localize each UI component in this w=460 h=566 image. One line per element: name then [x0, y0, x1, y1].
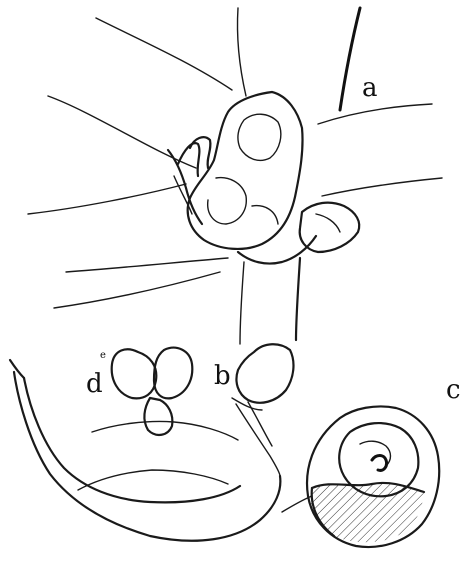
- collar: [238, 236, 316, 264]
- inner-fold: [238, 114, 281, 160]
- label-b: b: [214, 361, 231, 391]
- tube-edge: [236, 404, 280, 476]
- organ-b: [236, 344, 293, 403]
- label-d: d: [86, 369, 103, 399]
- tube-tip: [10, 360, 24, 378]
- figure-a: [28, 8, 442, 344]
- label-d-mark: e: [100, 350, 106, 361]
- fibre-line: [237, 8, 246, 96]
- hatched-region: [300, 476, 440, 556]
- tube-inner: [24, 378, 240, 502]
- fibre-line: [340, 8, 360, 110]
- inner-fold: [208, 178, 247, 224]
- fibre-line: [28, 184, 186, 214]
- lobe-right: [154, 348, 192, 399]
- figure-b: [232, 344, 293, 410]
- fibre-line: [240, 262, 244, 344]
- tube-fold: [78, 470, 228, 490]
- fibre-line: [96, 18, 232, 90]
- lobe-left: [112, 349, 157, 398]
- figure-c: [300, 406, 440, 556]
- fibre-line: [318, 104, 432, 124]
- label-c: c: [446, 375, 460, 405]
- fibre-line: [66, 258, 228, 272]
- fibre-line: [296, 258, 300, 340]
- inner-fold: [252, 206, 278, 224]
- fibre-line: [322, 178, 442, 196]
- side-lobe-line: [316, 214, 340, 232]
- label-a: a: [362, 73, 378, 103]
- stalk: [144, 398, 172, 435]
- tube-fold: [92, 421, 238, 440]
- figure-d: [10, 348, 312, 541]
- fibre-line: [54, 272, 220, 308]
- tube-edge: [248, 402, 272, 446]
- central-mass: [188, 92, 303, 249]
- organ-c-center: [372, 456, 387, 471]
